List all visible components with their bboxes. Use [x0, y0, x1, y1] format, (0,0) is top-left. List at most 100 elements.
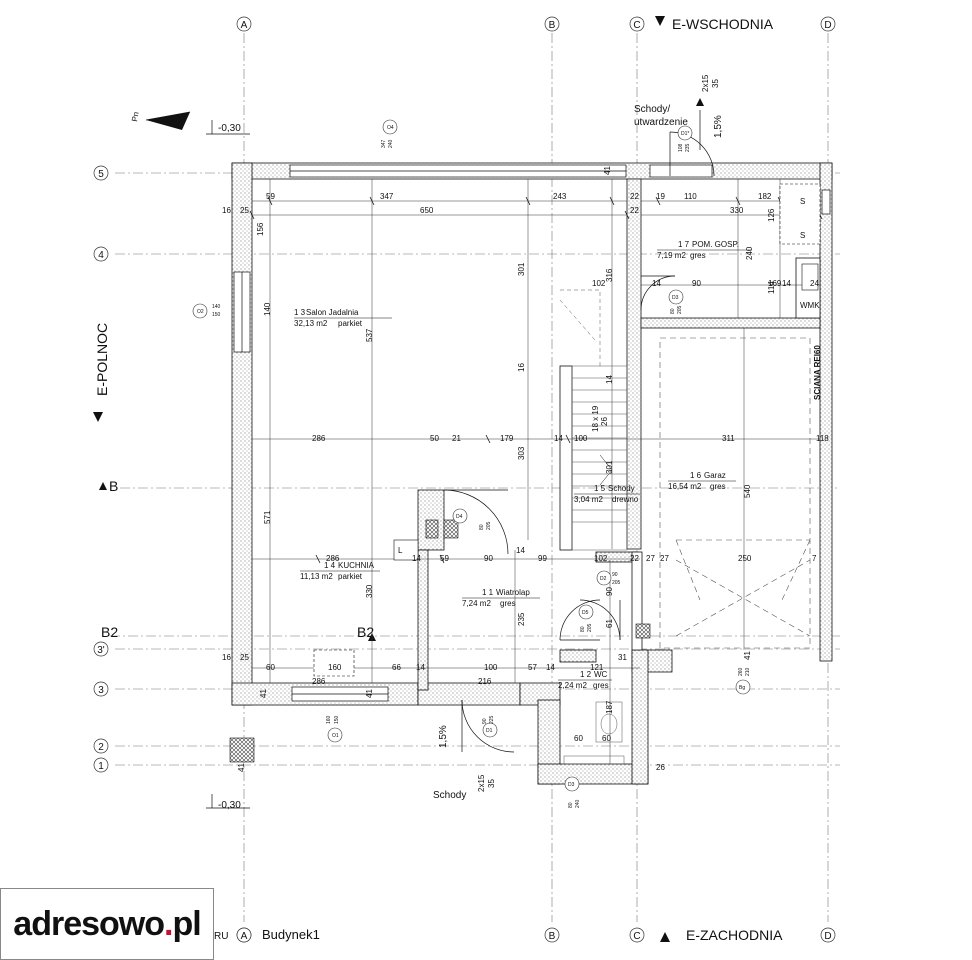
axis-label-3: 3: [98, 685, 104, 696]
room-label-schody: 1 5 Schody 3,04 m2 drewno: [574, 484, 640, 504]
svg-text:156: 156: [256, 222, 265, 236]
west-elevation-label: E-ZACHODNIA: [686, 927, 783, 943]
svg-text:22: 22: [630, 206, 639, 215]
stairs-bottom-dim: 2x15: [477, 774, 486, 792]
north-elevation-arrow: [93, 412, 103, 422]
svg-text:O4: O4: [387, 125, 394, 131]
stairs-steps-2: 26: [600, 417, 609, 426]
axis-label-1: 1: [98, 761, 104, 772]
svg-text:27: 27: [646, 554, 655, 563]
svg-text:Salon Jadalnia: Salon Jadalnia: [306, 308, 359, 317]
svg-text:100: 100: [574, 434, 588, 443]
svg-text:Bg: Bg: [739, 685, 745, 691]
svg-text:60: 60: [602, 734, 611, 743]
svg-text:14: 14: [782, 279, 791, 288]
svg-text:260: 260: [738, 667, 744, 676]
garage-car-outline: [659, 337, 811, 649]
garage-wall-label: SCIANA REI60: [813, 345, 822, 400]
interior-walls: [417, 178, 821, 691]
svg-text:D1: D1: [486, 728, 493, 734]
svg-text:WC: WC: [594, 670, 608, 679]
svg-text:14: 14: [516, 546, 525, 555]
svg-text:19: 19: [656, 192, 665, 201]
svg-text:90: 90: [482, 718, 488, 724]
north-arrow-label: Pn: [130, 111, 141, 122]
svg-text:1 1: 1 1: [482, 588, 494, 597]
svg-text:41: 41: [365, 689, 374, 698]
svg-text:KUCHNIA: KUCHNIA: [338, 561, 375, 570]
svg-text:90: 90: [605, 587, 614, 596]
svg-text:121: 121: [590, 663, 604, 672]
level-marker-top: [206, 120, 250, 135]
windows: [233, 164, 831, 702]
svg-text:14: 14: [416, 663, 425, 672]
svg-text:286: 286: [312, 434, 326, 443]
slope-bottom: 1,5%: [438, 725, 449, 748]
svg-text:27: 27: [660, 554, 669, 563]
svg-text:parkiet: parkiet: [338, 572, 363, 581]
svg-text:drewno: drewno: [612, 495, 639, 504]
svg-text:D3: D3: [672, 295, 679, 301]
east-elevation-label: E-WSCHODNIA: [672, 16, 774, 32]
svg-text:16: 16: [222, 653, 231, 662]
fixture-s-label-1: S: [800, 197, 805, 206]
svg-text:540: 540: [743, 484, 752, 498]
svg-text:16,54 m2: 16,54 m2: [668, 482, 702, 491]
svg-text:59: 59: [440, 554, 449, 563]
wc-fixtures: [563, 701, 625, 765]
svg-text:14: 14: [554, 434, 563, 443]
svg-text:gres: gres: [710, 482, 726, 491]
svg-text:216: 216: [478, 677, 492, 686]
svg-text:16: 16: [222, 206, 231, 215]
wmk-label: WMK: [800, 301, 820, 310]
room-label-pom-gosp: 1 7 POM. GOSP. 7,19 m2 gres: [657, 240, 752, 260]
svg-text:347: 347: [380, 192, 394, 201]
svg-text:301: 301: [517, 262, 526, 276]
svg-text:316: 316: [605, 268, 614, 282]
stairs-bottom-label: Schody: [433, 790, 466, 801]
east-elevation-arrow: [655, 16, 665, 26]
svg-text:gres: gres: [593, 681, 609, 690]
level-top-label: -0,30: [218, 123, 241, 134]
slope-arrow-top-head: [696, 98, 704, 106]
svg-text:80: 80: [580, 626, 586, 632]
axis-label-c-bottom: C: [633, 931, 640, 942]
svg-text:102: 102: [594, 554, 608, 563]
axis-label-d-top: D: [824, 20, 831, 31]
svg-text:D2: D2: [600, 576, 607, 582]
axis-label-c-top: C: [633, 20, 640, 31]
svg-text:169: 169: [768, 279, 782, 288]
stairs-top-dim-2: 35: [711, 79, 720, 88]
svg-text:90: 90: [612, 572, 618, 578]
svg-text:90: 90: [484, 554, 493, 563]
svg-text:102: 102: [592, 279, 606, 288]
svg-text:14: 14: [412, 554, 421, 563]
svg-text:7,24 m2: 7,24 m2: [462, 599, 491, 608]
svg-text:286: 286: [312, 677, 326, 686]
svg-text:1 4: 1 4: [324, 561, 336, 570]
west-elevation-arrow: [660, 932, 670, 942]
axis-label-3prime: 3': [97, 645, 105, 656]
room-label-garaz: 1 6 Garaz 16,54 m2 gres: [668, 471, 736, 491]
legend-axis-label: A: [241, 931, 248, 942]
svg-text:66: 66: [392, 663, 401, 672]
svg-text:80: 80: [670, 308, 676, 314]
svg-text:150: 150: [212, 312, 221, 318]
room-label-wiatrolap: 1 1 Wiatrolap 7,24 m2 gres: [462, 588, 540, 608]
svg-text:60: 60: [266, 663, 275, 672]
svg-text:7,19 m2: 7,19 m2: [657, 251, 686, 260]
svg-text:D3: D3: [568, 782, 575, 788]
svg-text:41: 41: [259, 689, 268, 698]
svg-text:235: 235: [685, 143, 691, 152]
axis-label-d-bottom: D: [824, 931, 831, 942]
svg-text:243: 243: [553, 192, 567, 201]
svg-text:80: 80: [568, 802, 574, 808]
svg-text:59: 59: [266, 192, 275, 201]
svg-text:187: 187: [605, 700, 614, 714]
north-arrow-icon: [145, 111, 191, 130]
svg-text:31: 31: [618, 653, 627, 662]
svg-text:POM. GOSP.: POM. GOSP.: [692, 240, 739, 249]
svg-text:205: 205: [587, 623, 593, 632]
axis-label-2: 2: [98, 742, 104, 753]
svg-text:22: 22: [630, 554, 639, 563]
